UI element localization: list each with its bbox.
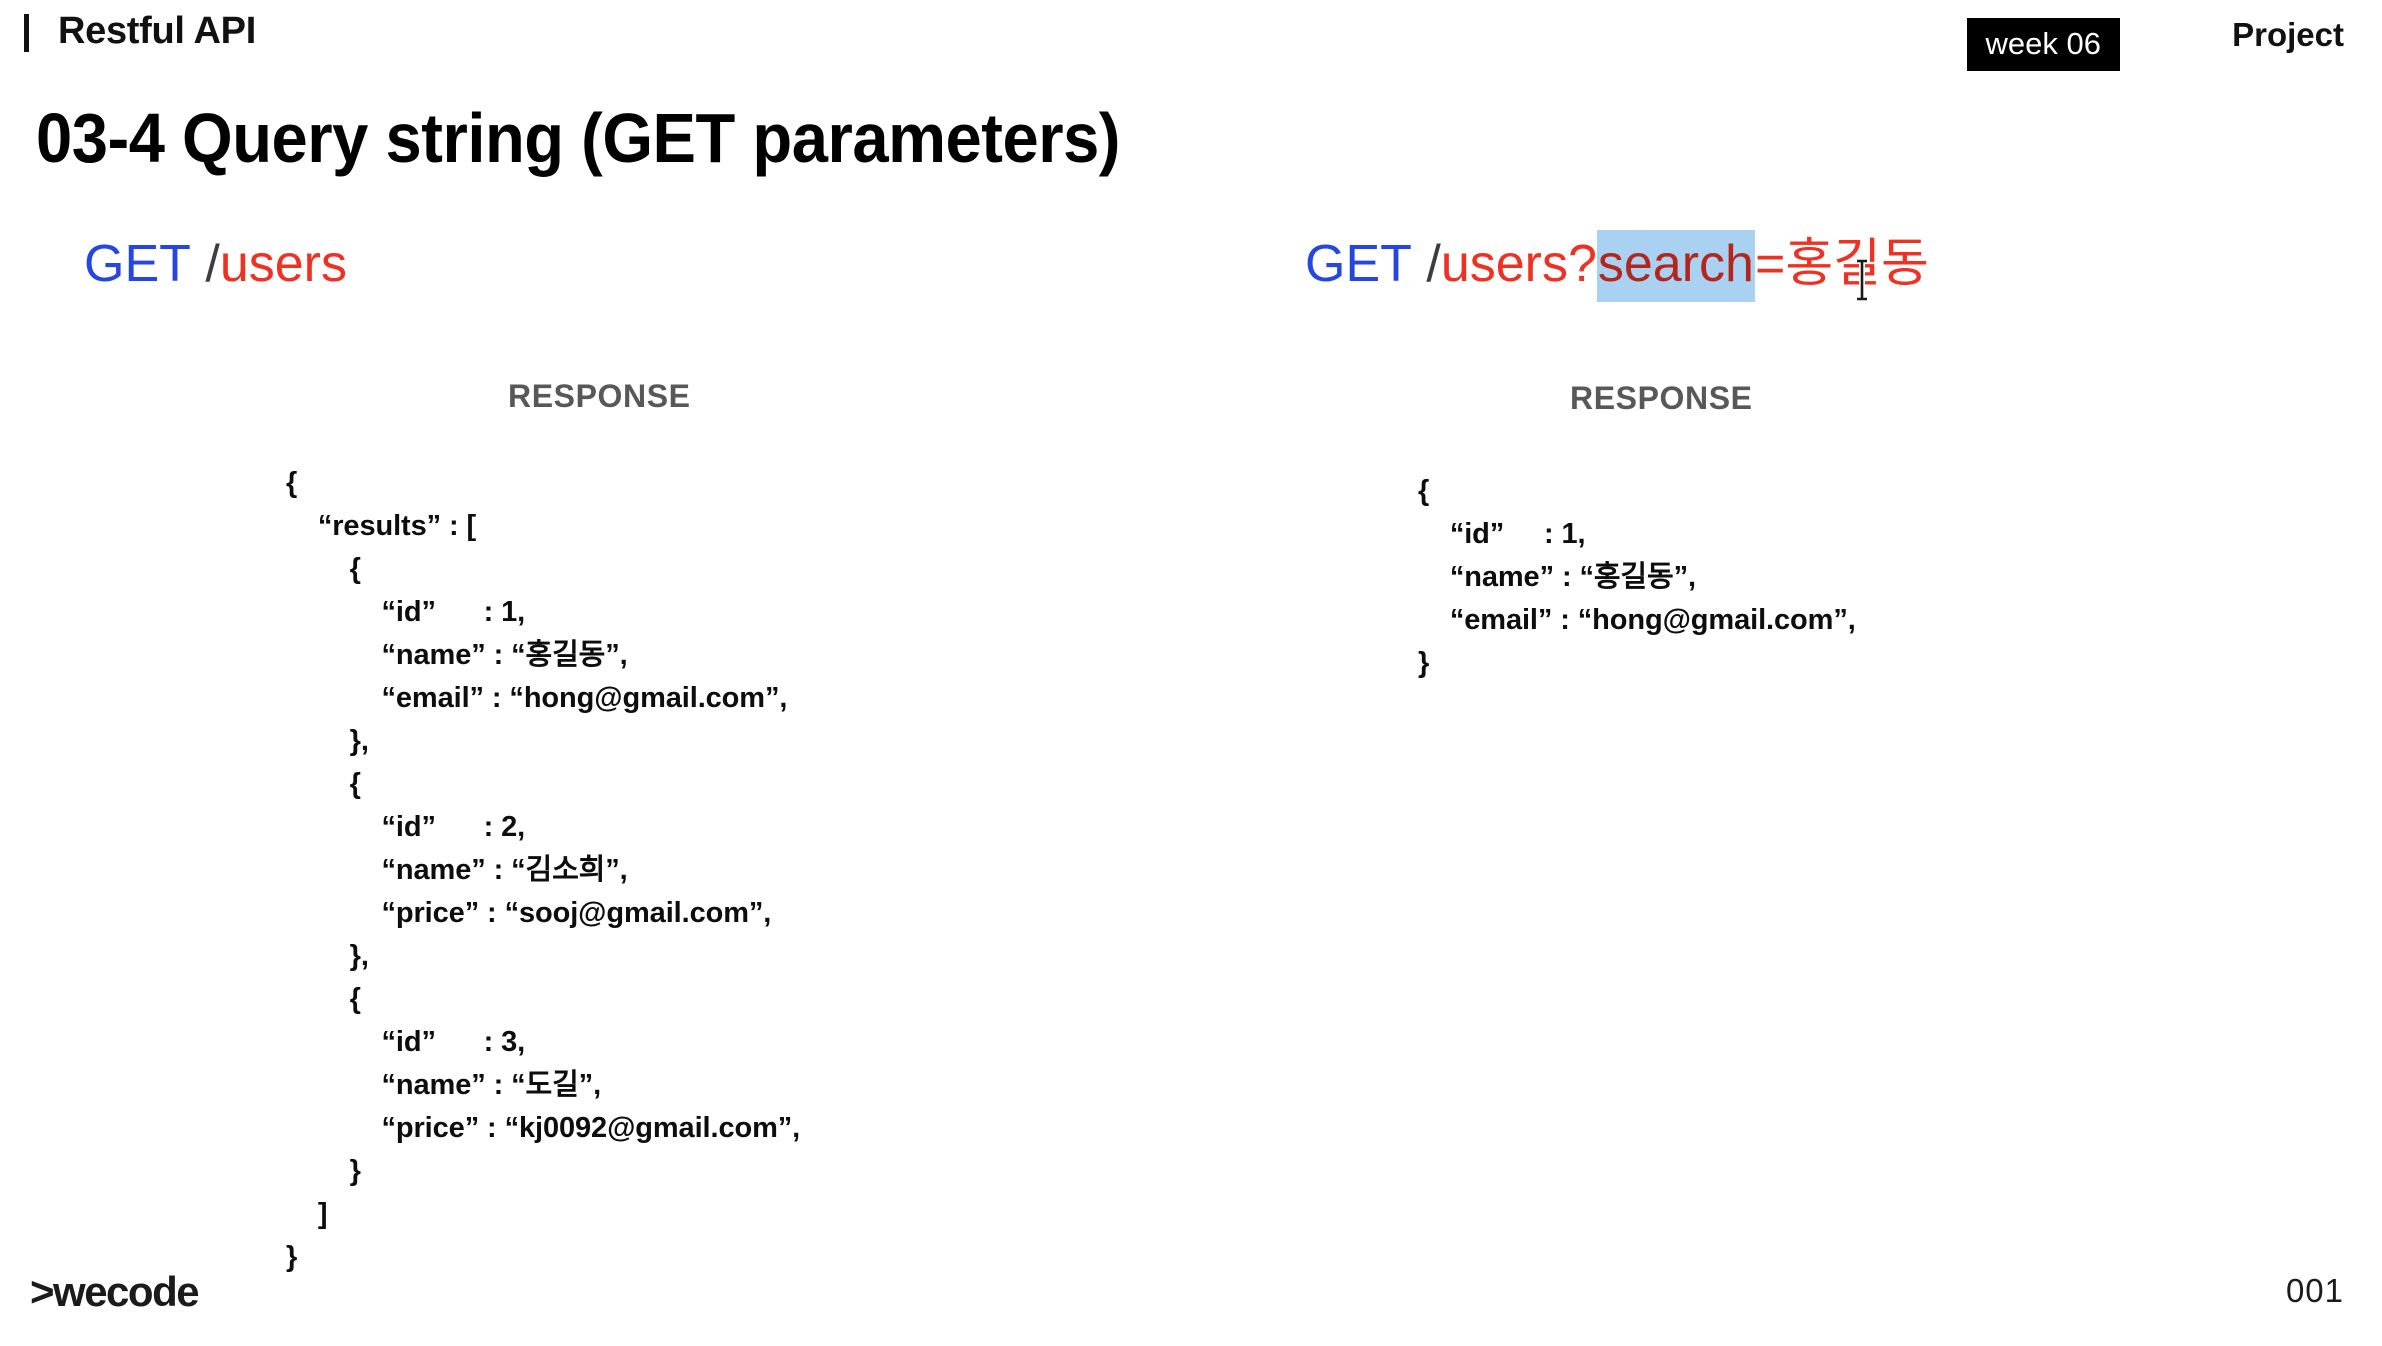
json-line: “id” : 2, (286, 811, 526, 843)
json-line: { (286, 467, 298, 499)
response-label-right: RESPONSE (1570, 380, 1753, 416)
json-line: } (286, 1241, 298, 1273)
query-equals-sign: = (1754, 235, 1786, 293)
page-number: 001 (2285, 1272, 2344, 1309)
json-line: } (1418, 647, 1430, 679)
week-badge: week 06 (1966, 18, 2120, 71)
json-line: }, (286, 725, 369, 757)
path-slash-right: / (1426, 235, 1441, 293)
text-cursor-icon (1856, 258, 1868, 302)
json-line: “price” : “sooj@gmail.com”, (286, 897, 772, 929)
json-line: { (286, 768, 361, 800)
json-line: ] (286, 1198, 328, 1230)
header-title: Restful API (58, 10, 256, 52)
json-line: }, (286, 940, 369, 972)
json-response-right: { “id” : 1, “name” : “홍길동”, “email” : “h… (1418, 470, 1856, 685)
json-line: “name” : “홍길동”, (286, 639, 628, 671)
header-project-label: Project (2232, 16, 2344, 53)
json-line: { (1418, 475, 1430, 507)
json-line: } (286, 1155, 361, 1187)
page-title: 03-4 Query string (GET parameters) (36, 99, 1121, 177)
http-verb-right: GET (1305, 235, 1412, 293)
json-line: { (286, 983, 361, 1015)
header-accent-bar (24, 14, 29, 52)
path-resource-left: users (219, 235, 347, 293)
brand-logo: >wecode (30, 1268, 200, 1315)
query-question-mark: ? (1567, 235, 1597, 293)
json-line: “name” : “도길”, (286, 1069, 602, 1101)
response-label-left: RESPONSE (508, 378, 691, 414)
json-line: “price” : “kj0092@gmail.com”, (286, 1112, 801, 1144)
query-param-key-selected[interactable]: search (1596, 230, 1755, 302)
json-line: { (286, 553, 361, 585)
http-verb-left: GET (84, 235, 191, 293)
path-slash-left: / (205, 235, 220, 293)
json-line: “name” : “김소희”, (286, 854, 628, 886)
json-line: “name” : “홍길동”, (1418, 561, 1696, 593)
json-line: “email” : “hong@gmail.com”, (1418, 604, 1856, 636)
json-line: “results” : [ (286, 510, 477, 542)
json-line: “id” : 1, (1418, 518, 1586, 550)
json-line: “id” : 1, (286, 596, 526, 628)
endpoint-right: GET /users?search=홍길동 (1305, 230, 1929, 302)
endpoint-left: GET /users (84, 238, 347, 290)
json-response-left: { “results” : [ { “id” : 1, “name” : “홍길… (286, 462, 800, 1279)
json-line: “email” : “hong@gmail.com”, (286, 682, 788, 714)
query-param-value: 홍길동 (1785, 235, 1929, 293)
json-line: “id” : 3, (286, 1026, 526, 1058)
path-resource-right: users (1440, 235, 1568, 293)
